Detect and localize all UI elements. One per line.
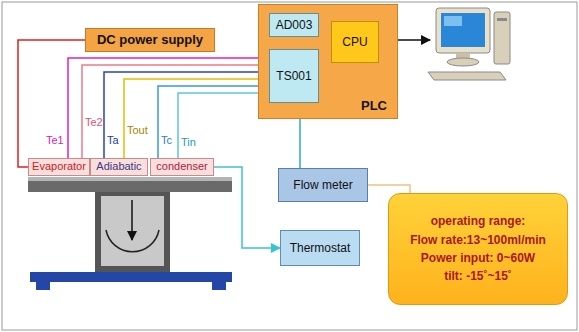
node-text: Evaporator xyxy=(32,160,86,173)
node-text: CPU xyxy=(342,35,367,49)
connector xyxy=(18,40,85,167)
node-text: operating range: xyxy=(431,214,526,228)
module-box: TS001 xyxy=(269,49,319,103)
sensor-label: Tc xyxy=(161,134,172,146)
sensor-label: Te2 xyxy=(85,116,103,128)
module-box: AD003 xyxy=(269,13,319,37)
node-text: Adiabatic xyxy=(96,160,141,173)
node-text: condenser xyxy=(156,160,207,173)
node-text: tilt: -15˚~15˚ xyxy=(444,269,512,283)
node-text: Power input: 0~60W xyxy=(421,251,535,265)
connector xyxy=(368,185,410,193)
connector xyxy=(82,65,269,158)
connector xyxy=(104,72,269,158)
sensor-label: Ta xyxy=(107,134,119,146)
section-box: Evaporator xyxy=(28,158,90,176)
node-text: AD003 xyxy=(276,18,313,32)
connector xyxy=(68,58,269,158)
connector xyxy=(214,167,280,248)
node-text: PLC xyxy=(361,98,387,114)
connector xyxy=(158,86,269,158)
plc-box: PLC AD003TS001 CPU xyxy=(258,4,398,119)
power-box: DC power supply xyxy=(85,28,215,52)
sensor-label: Te1 xyxy=(46,134,64,146)
sensor-label: Tout xyxy=(127,124,148,136)
node-text: DC power supply xyxy=(97,32,203,48)
node-text: Flow rate:13~100ml/min xyxy=(410,233,546,247)
note-box: operating range: Flow rate:13~100ml/minPo… xyxy=(388,193,568,305)
connector xyxy=(178,93,269,158)
device-box: Thermostat xyxy=(280,230,360,266)
connector xyxy=(124,79,269,158)
node-text: TS001 xyxy=(276,69,311,83)
computer-icon xyxy=(428,8,510,80)
node-text: Thermostat xyxy=(290,241,351,255)
node-text: Flow meter xyxy=(293,178,352,192)
section-box: Adiabatic xyxy=(90,158,148,176)
tilt-table xyxy=(28,177,232,290)
device-box: Flow meter xyxy=(278,168,368,202)
cpu-box: CPU xyxy=(331,21,379,63)
section-box: condenser xyxy=(150,158,214,176)
sensor-label: Tin xyxy=(181,136,196,148)
